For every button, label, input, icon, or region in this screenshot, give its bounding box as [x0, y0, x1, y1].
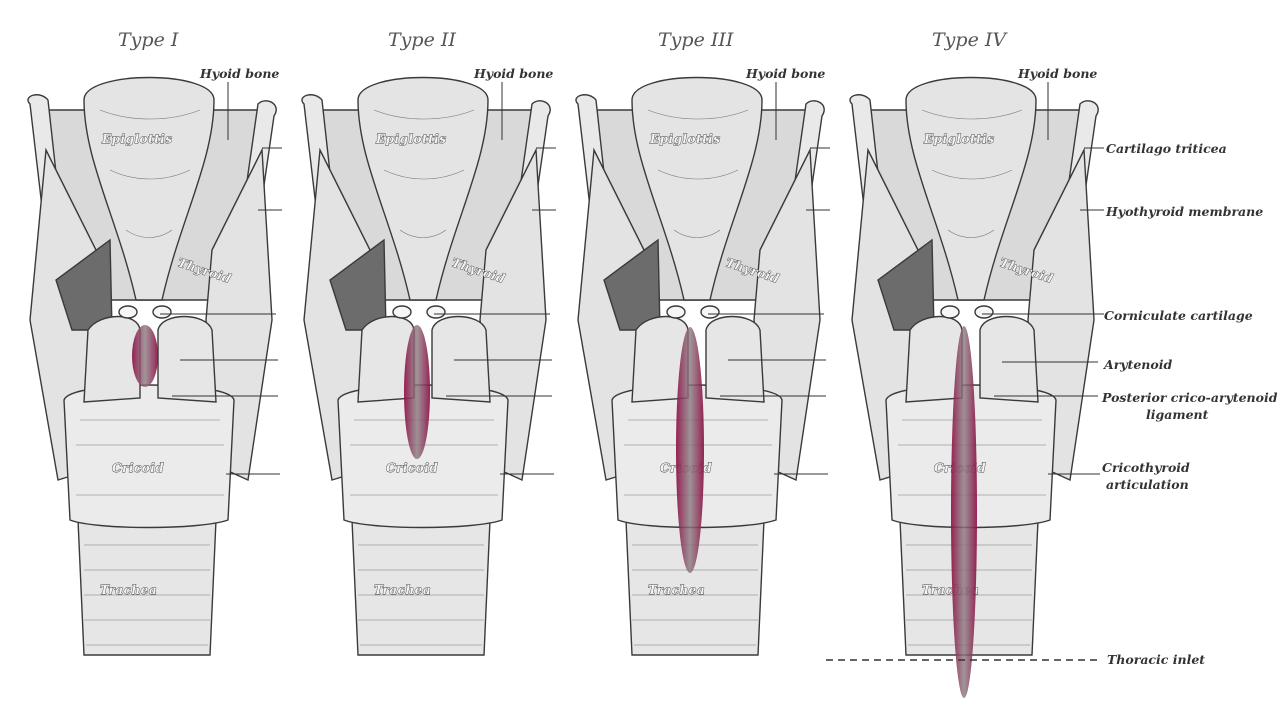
- arytenoid-left: [83, 315, 141, 403]
- type-title: Type III: [658, 29, 734, 51]
- corniculate-right: [700, 305, 720, 319]
- panel-type-1: Type I: [27, 29, 282, 656]
- arytenoid-right: [431, 315, 491, 403]
- cricoid-cartilage: [63, 384, 235, 529]
- cricothyroid-label-1: Cricothyroid: [1102, 460, 1190, 475]
- posterior-ligament-label-2: ligament: [1146, 407, 1209, 422]
- corniculate-right: [426, 305, 446, 319]
- corniculate-left: [118, 305, 138, 319]
- epiglottis-label: Epiglottis: [649, 132, 720, 146]
- type-title: Type IV: [932, 29, 1008, 51]
- hyoid-bone-label: Hyoid bone: [199, 66, 279, 81]
- leader-lines: [708, 82, 830, 475]
- arytenoid-left: [905, 315, 963, 403]
- corniculate-cartilage-label: Corniculate cartilage: [1104, 308, 1253, 323]
- leader-lines: [982, 82, 1104, 475]
- hyoid-bone-label: Hyoid bone: [473, 66, 553, 81]
- hyoid-bone-label: Hyoid bone: [745, 66, 825, 81]
- arytenoid-right: [705, 315, 765, 403]
- cleft-type-2: [404, 325, 430, 459]
- epiglottis: [631, 76, 763, 301]
- leader-lines: [434, 82, 556, 475]
- larynx-illustration: Epiglottis Thyroid Cricoid Trachea: [575, 76, 825, 656]
- hyothyroid-membrane-label: Hyothyroid membrane: [1105, 204, 1263, 219]
- trachea-label: Trachea: [100, 583, 157, 597]
- epiglottis: [905, 76, 1037, 301]
- corniculate-right: [152, 305, 172, 319]
- panel-type-2: Type II Epiglottis Thyr: [301, 29, 556, 656]
- cricoid-label: Cricoid: [112, 461, 164, 475]
- corniculate-left: [666, 305, 686, 319]
- cartilago-triticea-label: Cartilago triticea: [1106, 141, 1227, 156]
- larynx-illustration: Epiglottis Thyroid Cricoid Trachea: [301, 76, 551, 656]
- panel-type-3: Type III Epiglottis Thy: [575, 29, 830, 656]
- arytenoid-right: [157, 315, 217, 403]
- cleft-type-1: [132, 325, 158, 387]
- hyoid-bone-label: Hyoid bone: [1017, 66, 1097, 81]
- arytenoid-right: [979, 315, 1039, 403]
- leader-lines: [160, 82, 282, 475]
- epiglottis-label: Epiglottis: [101, 132, 172, 146]
- epiglottis: [83, 76, 215, 301]
- arytenoid-label: Arytenoid: [1103, 357, 1172, 372]
- corniculate-left: [392, 305, 412, 319]
- corniculate-right: [974, 305, 994, 319]
- trachea-label: Trachea: [374, 583, 431, 597]
- larynx-illustration: Epiglottis Thyroid Cricoid Trachea: [27, 76, 277, 656]
- corniculate-left: [940, 305, 960, 319]
- posterior-ligament-label-1: Posterior crico-arytenoid: [1101, 390, 1278, 405]
- cleft-type-3: [676, 327, 704, 573]
- trachea-label: Trachea: [648, 583, 705, 597]
- side-labels: Cartilago triticea Hyothyroid membrane C…: [1101, 141, 1278, 492]
- thoracic-inlet-label: Thoracic inlet: [1107, 652, 1205, 667]
- type-title: Type II: [388, 29, 456, 51]
- cricothyroid-label-2: articulation: [1106, 477, 1189, 492]
- cleft-type-4: [951, 326, 977, 698]
- panel-type-4: Type IV Epiglottis Thyr: [849, 29, 1104, 698]
- epiglottis-label: Epiglottis: [375, 132, 446, 146]
- cricoid-label: Cricoid: [386, 461, 438, 475]
- epiglottis: [357, 76, 489, 301]
- epiglottis-label: Epiglottis: [923, 132, 994, 146]
- type-title: Type I: [118, 29, 179, 51]
